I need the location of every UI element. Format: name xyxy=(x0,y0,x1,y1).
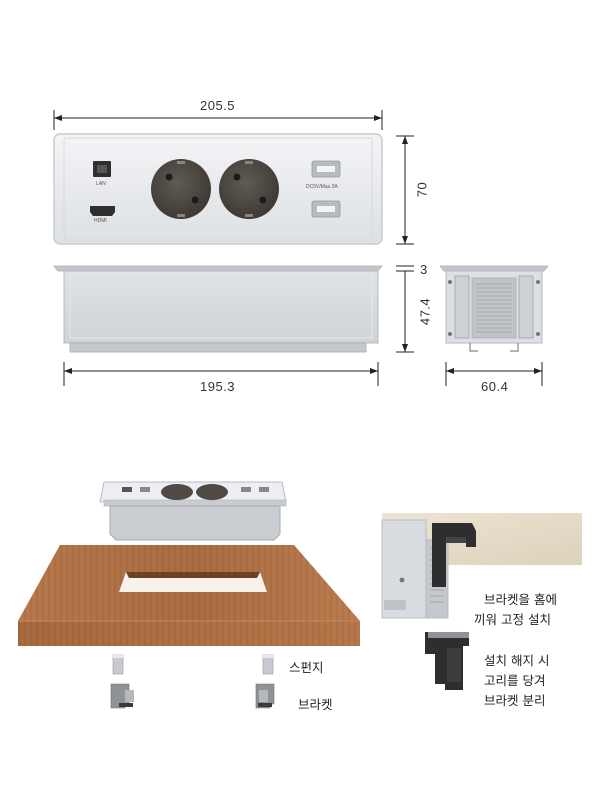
power-socket-icon xyxy=(151,159,211,219)
dimension-top-width: 205.5 xyxy=(200,98,236,113)
bracket-icon xyxy=(110,683,134,709)
install-instruction-line-1: 브라켓을 홈에 xyxy=(484,592,557,607)
lan-label: LAN xyxy=(96,181,106,187)
install-instruction-line-2: 끼워 고정 설치 xyxy=(474,612,551,627)
hdmi-label: HDMI xyxy=(94,218,107,224)
dimension-flange: 3 xyxy=(420,262,428,277)
usb-port-icon xyxy=(311,200,341,218)
lan-port-icon xyxy=(93,161,111,177)
dimension-body-width: 195.3 xyxy=(200,379,236,394)
bracket-label: 브라켓 xyxy=(298,697,333,712)
bracket-icon xyxy=(255,683,275,709)
power-socket-icon xyxy=(219,159,279,219)
remove-instruction-line-1: 설치 해지 시 xyxy=(484,653,550,668)
sponge-icon xyxy=(112,654,124,675)
remove-instruction-line-3: 브라켓 분리 xyxy=(484,693,546,708)
dimension-side-width: 60.4 xyxy=(481,379,509,394)
usb-port-icon xyxy=(311,160,341,178)
usb-spec-label: DC5V/Max.3A xyxy=(306,184,338,190)
hdmi-port-icon xyxy=(90,206,115,216)
remove-instruction-line-2: 고리를 당겨 xyxy=(484,673,546,688)
sponge-label: 스펀지 xyxy=(289,660,324,675)
sponge-icon xyxy=(262,654,274,675)
